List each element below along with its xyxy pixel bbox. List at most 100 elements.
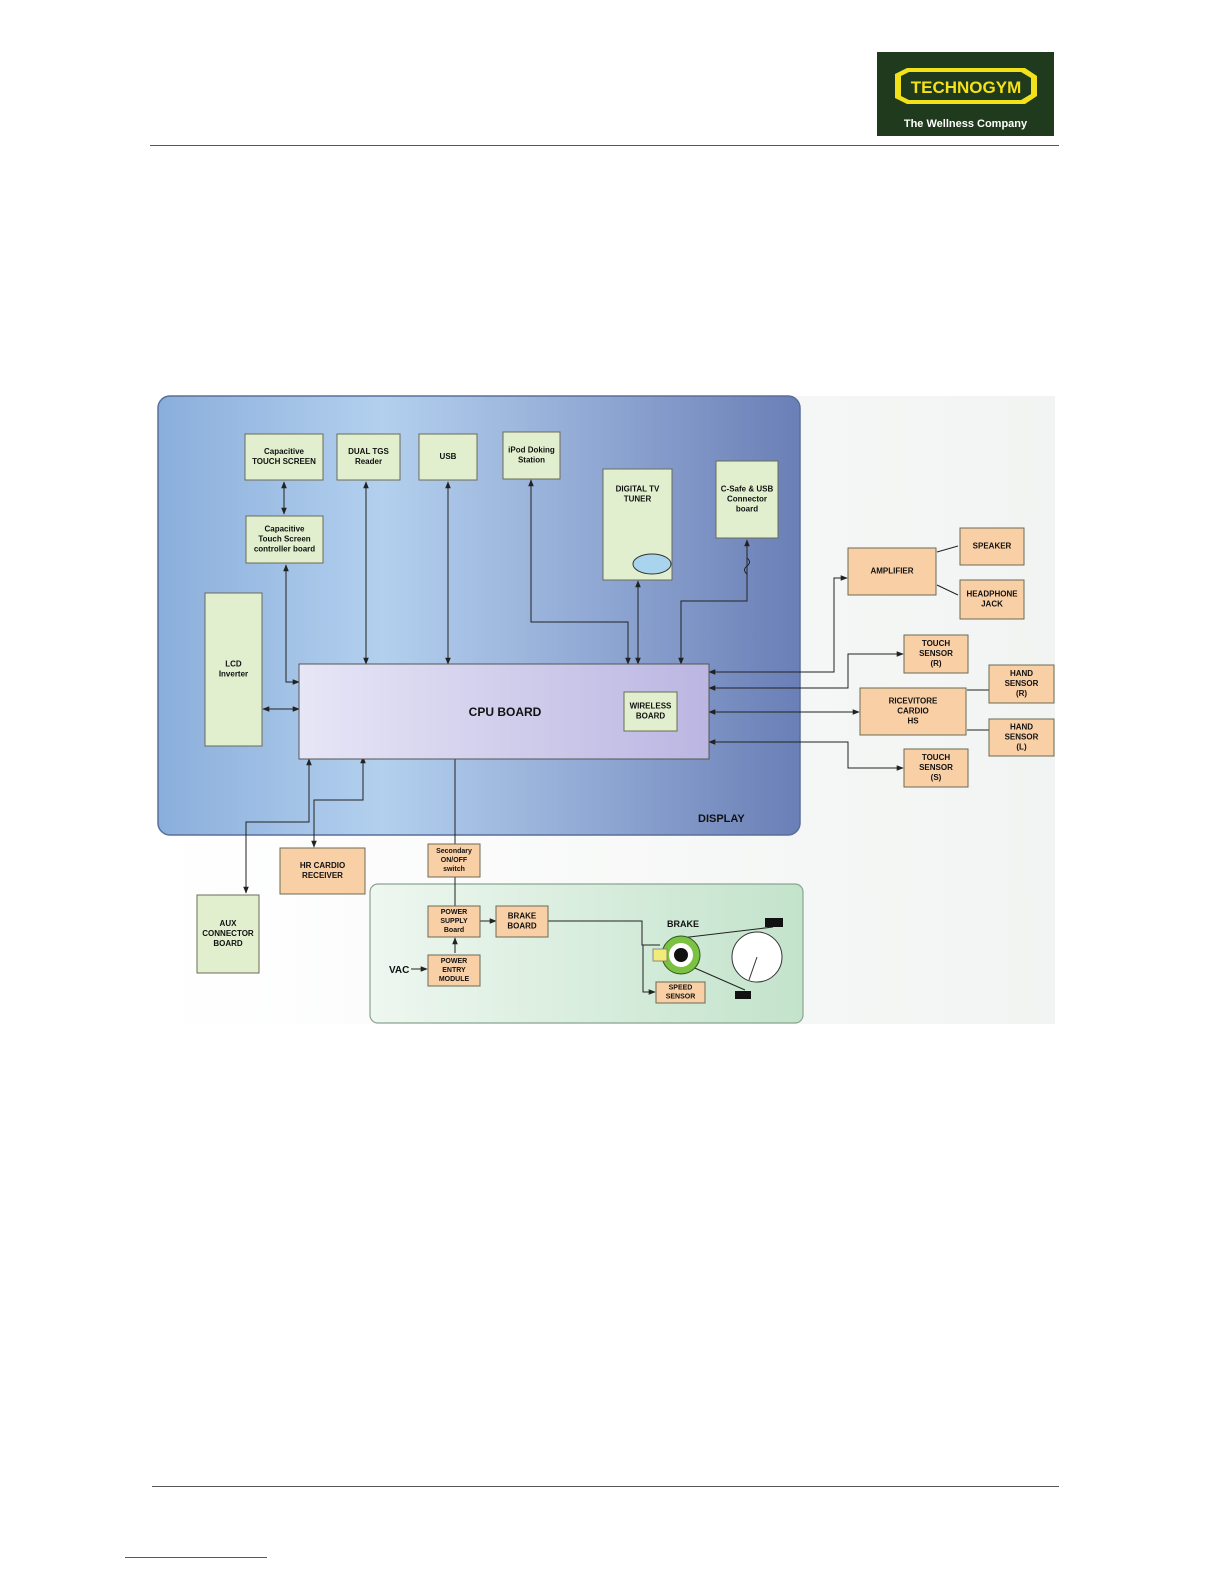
brake-board-box-label: BRAKE xyxy=(508,911,537,920)
power-supply-box: POWER SUPPLY Board xyxy=(427,905,481,938)
csafe-cable-loop xyxy=(744,557,750,575)
logo-tagline: The Wellness Company xyxy=(903,118,1028,130)
digital-tv-box-label: TUNER xyxy=(624,494,652,503)
speed-sensor-box-shape xyxy=(655,981,706,1004)
aux-connector-box-label: CONNECTOR xyxy=(202,929,254,938)
secondary-switch-box-shape xyxy=(427,843,481,878)
amplifier-box-label: AMPLIFIER xyxy=(870,566,913,575)
hand-sensor-l-box-label: HAND xyxy=(1010,722,1033,731)
touch-sensor-r-box-label: SENSOR xyxy=(919,649,953,658)
technogym-logo: TECHNOGYM The Wellness Company xyxy=(877,52,1054,136)
speaker-box-label: SPEAKER xyxy=(973,541,1012,550)
ricevitore-box-label: CARDIO xyxy=(897,706,929,715)
power-entry-box-label: POWER xyxy=(441,958,467,965)
wireless-box-shape xyxy=(623,691,678,732)
lcd-inverter-box-label: Inverter xyxy=(219,669,248,678)
touch-sensor-r-box-label: (R) xyxy=(930,659,941,668)
speed-sensor-box-label: SPEED xyxy=(669,984,693,991)
lcd-inverter-box-label: LCD xyxy=(225,659,242,668)
touch-controller-box-shape xyxy=(245,515,324,564)
footer-link-underline xyxy=(125,1557,267,1558)
csafe-box-shape xyxy=(715,460,779,539)
headphone-box-label: JACK xyxy=(981,599,1003,608)
speaker-box-shape xyxy=(959,527,1025,566)
ricevitore-box-shape xyxy=(859,687,967,736)
hand-sensor-l-box-shape xyxy=(988,718,1055,757)
ipod-box-label: Station xyxy=(518,455,545,464)
brake-board-box-shape xyxy=(495,905,549,938)
power-supply-box-label: Board xyxy=(444,927,464,934)
hand-sensor-r-box-label: SENSOR xyxy=(1005,679,1039,688)
lcd-inverter-box-shape xyxy=(204,592,263,747)
secondary-switch-box-label: Secondary xyxy=(436,848,472,855)
touch-sensor-s-box-shape xyxy=(903,748,969,788)
cap-touch-screen-box-label: Capacitive xyxy=(264,447,305,456)
footer-rule xyxy=(152,1486,1059,1487)
power-entry-box-shape xyxy=(427,954,481,987)
power-supply-box-label: POWER xyxy=(441,909,467,916)
brake-label: BRAKE xyxy=(667,919,699,929)
power-supply-box-label: SUPPLY xyxy=(440,918,468,925)
amplifier-box-shape xyxy=(847,547,937,596)
touch-controller-box-label: Capacitive xyxy=(264,524,305,533)
touch-sensor-s-box-label: SENSOR xyxy=(919,763,953,772)
touch-controller-box-label: Touch Screen xyxy=(258,534,310,543)
ricevitore-box-label: HS xyxy=(907,716,919,725)
hand-sensor-l-box-label: SENSOR xyxy=(1005,732,1039,741)
display-panel-label: DISPLAY xyxy=(698,813,745,825)
brake-board-box-label: BOARD xyxy=(507,921,537,930)
brake-flywheel-icon xyxy=(652,918,783,999)
speed-sensor-box: SPEED SENSOR xyxy=(655,981,706,1004)
csafe-box-label: board xyxy=(736,504,758,513)
hr-cardio-box-shape xyxy=(279,847,366,895)
ricevitore-box-label: RICEVITORE xyxy=(889,696,938,705)
hand-sensor-l-box-label: (L) xyxy=(1016,742,1027,751)
speed-sensor-box-label: SENSOR xyxy=(666,993,696,1000)
cpu-board-label: CPU BOARD xyxy=(469,705,542,719)
touch-sensor-s-box-label: (S) xyxy=(931,773,942,782)
headphone-box-label: HEADPHONE xyxy=(966,589,1018,598)
amplifier-box: AMPLIFIER xyxy=(847,547,937,596)
secondary-switch-box-label: ON/OFF xyxy=(441,857,468,864)
dual-tgs-box-label: DUAL TGS xyxy=(348,447,389,456)
hr-cardio-box-label: RECEIVER xyxy=(302,871,343,880)
hand-sensor-r-box-shape xyxy=(988,664,1055,704)
usb-box-label: USB xyxy=(440,452,457,461)
touch-sensor-s-box-label: TOUCH xyxy=(922,753,951,762)
technogym-logo-mark: TECHNOGYM xyxy=(895,68,1037,104)
ipod-box-shape xyxy=(502,431,561,480)
wireless-box-label: WIRELESS xyxy=(630,701,672,710)
cap-touch-screen-box-label: TOUCH SCREEN xyxy=(252,457,316,466)
logo-wordmark: TECHNOGYM xyxy=(911,78,1022,97)
hand-sensor-r-box-label: HAND xyxy=(1010,669,1033,678)
usb-box-shape xyxy=(418,433,478,481)
vac-label: VAC xyxy=(389,965,409,976)
power-entry-box-label: ENTRY xyxy=(442,967,466,974)
touch-sensor-r-box-shape xyxy=(903,634,969,674)
header-rule xyxy=(150,145,1059,146)
usb-box: USB xyxy=(418,433,478,481)
aux-connector-box-shape xyxy=(196,894,260,974)
cap-touch-screen-box-shape xyxy=(244,433,324,481)
speaker-box: SPEAKER xyxy=(959,527,1025,566)
aux-connector-box-label: BOARD xyxy=(213,939,243,948)
wireless-box-label: BOARD xyxy=(636,711,666,720)
